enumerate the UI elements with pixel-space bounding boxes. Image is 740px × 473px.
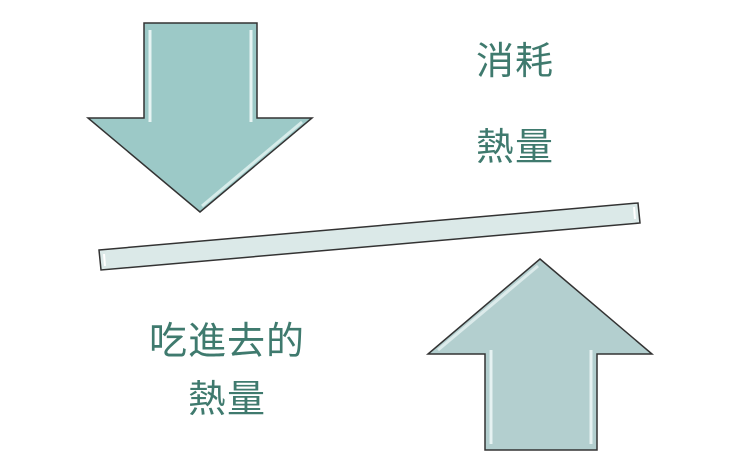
intake-calories-label-line2: 熱量 — [187, 377, 266, 421]
balance-bar — [98, 202, 641, 271]
intake-calories-label-line1: 吃進去的 — [148, 319, 305, 363]
down-arrow-icon — [85, 22, 315, 213]
consumed-calories-label-line1: 消耗 — [475, 39, 554, 83]
consumed-calories-label-line2: 熱量 — [475, 125, 554, 169]
up-arrow-icon — [425, 258, 655, 451]
